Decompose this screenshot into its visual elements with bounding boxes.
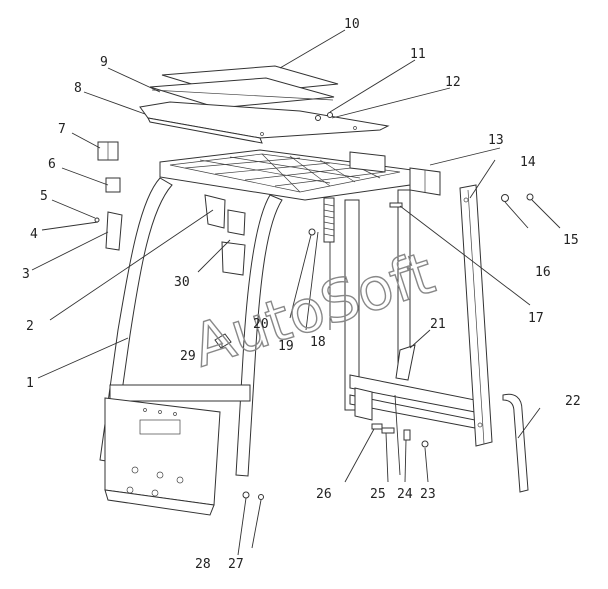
callout-9: 9 (100, 55, 108, 70)
callout-2: 2 (26, 319, 34, 334)
callout-25: 25 (370, 487, 386, 502)
bolt-11-12 (315, 112, 333, 121)
main-frame-1 (99, 177, 283, 516)
callout-27: 27 (228, 557, 244, 572)
callout-21: 21 (430, 317, 446, 332)
callout-29: 29 (180, 349, 196, 364)
callout-18: 18 (310, 335, 326, 350)
callout-22: 22 (565, 394, 581, 409)
callout-labels: 1 2 3 4 5 6 7 8 9 10 11 12 13 14 15 16 1… (22, 17, 581, 572)
callout-16: 16 (535, 265, 551, 280)
callout-10: 10 (344, 17, 360, 32)
rear-post-frame (344, 189, 476, 429)
callout-12: 12 (445, 75, 461, 90)
callout-30: 30 (174, 275, 190, 290)
callout-14: 14 (520, 155, 536, 170)
callout-5: 5 (40, 189, 48, 204)
callout-3: 3 (22, 267, 30, 282)
roof-panel-9 (149, 77, 335, 109)
roof-frame (159, 149, 413, 201)
callout-13: 13 (488, 133, 504, 148)
bracket-13 (349, 151, 441, 196)
callout-1: 1 (26, 376, 34, 391)
callout-6: 6 (48, 157, 56, 172)
leader-lines (31, 29, 561, 556)
post-14 (459, 184, 493, 447)
callout-4: 4 (30, 227, 38, 242)
callout-7: 7 (58, 122, 66, 137)
callout-11: 11 (410, 47, 426, 62)
spring-18 (323, 197, 335, 243)
callout-17: 17 (528, 311, 544, 326)
callout-28: 28 (195, 557, 211, 572)
callout-20: 20 (253, 317, 269, 332)
hardware-small-parts (94, 141, 534, 500)
callout-15: 15 (563, 233, 579, 248)
seal-strip-22 (502, 393, 529, 493)
callout-24: 24 (397, 487, 413, 502)
callout-23: 23 (420, 487, 436, 502)
callout-26: 26 (316, 487, 332, 502)
callout-19: 19 (278, 339, 294, 354)
callout-8: 8 (74, 81, 82, 96)
roof-cover-8 (139, 101, 390, 144)
